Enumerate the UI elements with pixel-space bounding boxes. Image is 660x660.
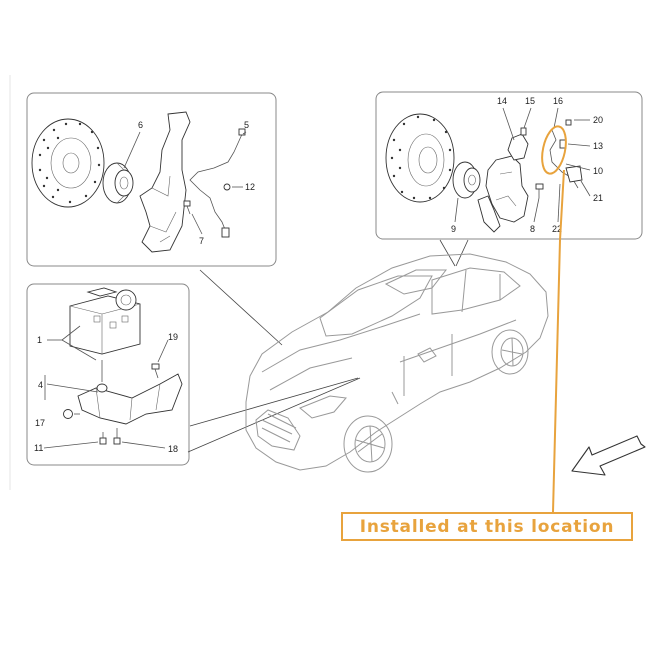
label-15: 15 <box>525 96 535 106</box>
front-steering-knuckle <box>139 111 191 253</box>
label-11: 11 <box>34 443 43 453</box>
direction-arrow-icon <box>571 435 646 476</box>
abs-washer <box>63 409 73 419</box>
front-sensor-bolt <box>183 200 191 215</box>
label-16: 16 <box>553 96 563 106</box>
abs-hydraulic-unit <box>69 287 141 355</box>
abs-bolt-11 <box>99 432 107 445</box>
label-17: 17 <box>35 418 45 428</box>
abs-bracket <box>77 373 183 425</box>
front-wheel-hub <box>102 162 134 204</box>
abs-bolt-18 <box>113 428 121 445</box>
label-bolt: 7 <box>199 236 204 246</box>
label-9: 9 <box>451 224 456 234</box>
label-10: 10 <box>593 166 603 176</box>
rear-wheel-hub <box>452 161 481 199</box>
label-21: 21 <box>593 193 603 203</box>
label-sensor: 5 <box>244 120 249 130</box>
label-4: 4 <box>38 380 43 390</box>
highlight-ring <box>541 125 567 175</box>
vehicle-outline <box>245 253 549 473</box>
label-19: 19 <box>168 332 178 342</box>
label-clip: 12 <box>245 182 255 192</box>
rear-bolt <box>535 183 544 198</box>
rear-knuckle <box>485 155 529 223</box>
front-sensor-clip <box>223 183 231 191</box>
label-hub: 6 <box>138 120 143 130</box>
callout-leader-line <box>552 169 565 513</box>
rear-wheel-panel: 14 15 16 20 13 10 21 9 8 22 <box>375 91 643 240</box>
rear-clip <box>520 127 527 136</box>
label-22: 22 <box>552 224 562 234</box>
label-20: 20 <box>593 115 603 125</box>
front-brake-disc <box>31 118 105 208</box>
abs-bolt-19 <box>151 363 160 379</box>
front-wheel-panel: 6 5 12 7 <box>26 92 277 267</box>
front-speed-sensor-cable <box>189 131 244 233</box>
callout-text: Installed at this location <box>359 516 615 537</box>
label-1: 1 <box>37 335 42 345</box>
label-13: 13 <box>593 141 603 151</box>
abs-mount-stud <box>96 360 108 393</box>
abs-module-panel: 1 19 4 17 11 18 <box>26 283 190 466</box>
label-8: 8 <box>530 224 535 234</box>
rear-brake-disc <box>385 113 455 203</box>
installed-location-callout: Installed at this location <box>341 512 633 541</box>
label-14: 14 <box>497 96 507 106</box>
panel-connectors <box>187 239 469 453</box>
label-18: 18 <box>168 444 178 454</box>
